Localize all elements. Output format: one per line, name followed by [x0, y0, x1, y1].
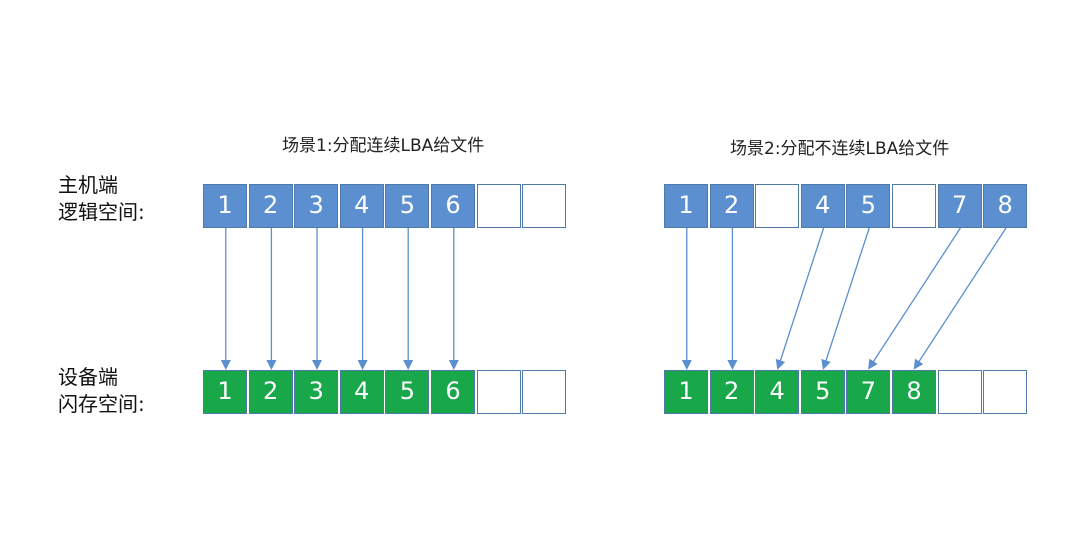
host-logical-space-label: 主机端 逻辑空间: — [58, 173, 145, 224]
scenario-1-host-block-2: 2 — [248, 184, 293, 228]
scenario-1-host-block-6: 6 — [431, 184, 475, 228]
scenario-2-device-block-4: 5 — [800, 370, 845, 414]
scenario-1-device-block-1: 1 — [203, 370, 247, 414]
scenario-2-arrow-4 — [821, 227, 870, 370]
scenario-2-arrow-3 — [775, 227, 825, 370]
scenario-1-device-block-8 — [522, 370, 567, 414]
scenario-2-host-block-3 — [755, 184, 800, 228]
scenario-2-arrow-5 — [868, 227, 961, 370]
scenario-1-host-block-1: 1 — [203, 184, 247, 228]
scenario-1-device-block-2: 2 — [248, 370, 293, 414]
scenario-1-title: 场景1:分配连续LBA给文件 — [282, 136, 485, 156]
scenario-2-title: 场景2:分配不连续LBA给文件 — [730, 139, 950, 159]
scenario-2-host-block-8: 8 — [983, 184, 1028, 228]
scenario-2-host-block-7: 7 — [937, 184, 982, 228]
scenario-2-device-block-5: 7 — [846, 370, 891, 414]
scenario-1-device-block-3: 3 — [294, 370, 339, 414]
scenario-2-host-block-2: 2 — [709, 184, 754, 228]
scenario-1-device-block-4: 4 — [339, 370, 384, 414]
scenario-1-host-block-7 — [476, 184, 521, 228]
scenario-1-device-block-6: 6 — [431, 370, 475, 414]
scenario-2-host-block-4: 4 — [800, 184, 845, 228]
scenario-2-device-block-3: 4 — [755, 370, 800, 414]
scenario-2-arrow-6 — [913, 227, 1007, 370]
scenario-2-device-block-8 — [983, 370, 1028, 414]
scenario-2-device-block-6: 8 — [892, 370, 936, 414]
scenario-2-host-block-6 — [892, 184, 936, 228]
scenario-1-host-block-3: 3 — [294, 184, 339, 228]
scenario-1-host-block-5: 5 — [385, 184, 430, 228]
scenario-1-host-block-4: 4 — [339, 184, 384, 228]
scenario-1-host-block-8 — [522, 184, 567, 228]
scenario-2-device-block-2: 2 — [709, 370, 754, 414]
scenario-2-device-block-7 — [937, 370, 982, 414]
device-flash-space-label: 设备端 闪存空间: — [58, 365, 145, 416]
scenario-2-host-block-5: 5 — [846, 184, 891, 228]
scenario-1-device-block-5: 5 — [385, 370, 430, 414]
scenario-1-device-block-7 — [476, 370, 521, 414]
scenario-2-device-block-1: 1 — [664, 370, 708, 414]
scenario-2-host-block-1: 1 — [664, 184, 708, 228]
